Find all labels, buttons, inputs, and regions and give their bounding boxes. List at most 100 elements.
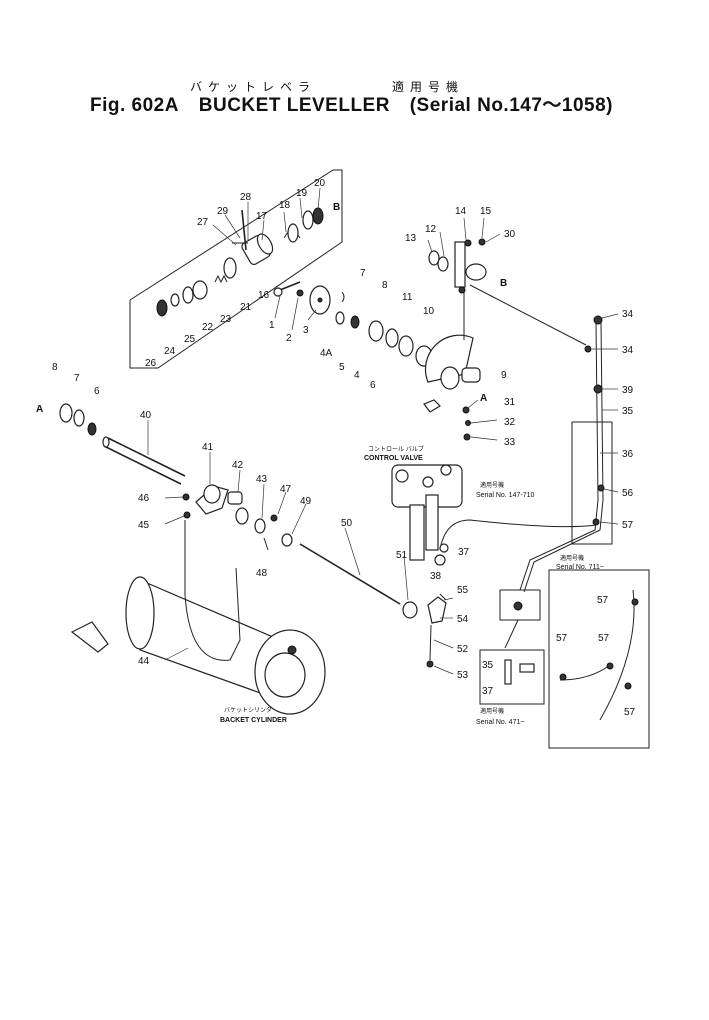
serial-note-3-jp: 適用号機 bbox=[480, 707, 504, 715]
callout-11: 11 bbox=[402, 292, 413, 303]
callout-49: 49 bbox=[300, 496, 312, 507]
lever-assembly bbox=[423, 238, 487, 441]
callout-39: 39 bbox=[622, 385, 634, 396]
callout-47: 47 bbox=[280, 484, 292, 495]
control-rod-35 bbox=[439, 284, 613, 593]
serial-range: (Serial No.147～1058) bbox=[409, 95, 614, 116]
callout-57-inset-a: 57 bbox=[597, 595, 609, 606]
callout-16: 16 bbox=[258, 290, 270, 301]
leader-lines bbox=[147, 187, 619, 675]
callout-48: 48 bbox=[256, 568, 268, 579]
serial-note-1: Serial No. 147-710 bbox=[476, 492, 534, 499]
callout-33: 33 bbox=[504, 437, 516, 448]
callout-32: 32 bbox=[504, 417, 516, 428]
callout-36: 36 bbox=[622, 449, 634, 460]
callout-28: 28 bbox=[240, 192, 252, 203]
assembly-name: BUCKET LEVELLER bbox=[198, 95, 390, 116]
inset-serial-711 bbox=[548, 569, 650, 749]
callout-54: 54 bbox=[457, 614, 469, 625]
marker-b-panel: B bbox=[333, 202, 340, 213]
diagram-notes: コントロール バルブ CONTROL VALVE 適用号機 Serial No.… bbox=[220, 445, 604, 726]
callout-14: 14 bbox=[455, 206, 467, 217]
callout-10: 10 bbox=[423, 306, 435, 317]
callout-24: 24 bbox=[164, 346, 176, 357]
callout-31: 31 bbox=[504, 397, 516, 408]
callout-17: 17 bbox=[256, 211, 268, 222]
callout-34-top: 34 bbox=[622, 309, 634, 320]
serial-note-2: Serial No. 711~ bbox=[556, 564, 604, 571]
callout-18: 18 bbox=[279, 200, 291, 211]
callout-42: 42 bbox=[232, 460, 244, 471]
callout-51: 51 bbox=[396, 550, 408, 561]
callout-44: 44 bbox=[138, 656, 150, 667]
callout-2: 2 bbox=[286, 333, 292, 344]
callout-57-inset-c: 57 bbox=[598, 633, 610, 644]
serial-note-3: Serial No. 471~ bbox=[476, 719, 524, 726]
callout-52: 52 bbox=[457, 644, 469, 655]
title-jp-serial: 適用号機 bbox=[392, 80, 465, 94]
detail-b-panel bbox=[129, 169, 343, 369]
callout-21: 21 bbox=[240, 302, 252, 313]
callout-27: 27 bbox=[197, 217, 209, 228]
callout-labels: 28 29 27 17 18 19 20 B 16 21 23 22 25 24… bbox=[36, 178, 636, 718]
callout-26: 26 bbox=[145, 358, 157, 369]
callout-6-lower: 6 bbox=[94, 386, 100, 397]
bucket-cylinder-label: BACKET CYLINDER bbox=[220, 717, 287, 724]
marker-a-shaft: A bbox=[36, 404, 43, 415]
callout-20: 20 bbox=[314, 178, 326, 189]
callout-56: 56 bbox=[622, 488, 634, 499]
shaft-40-rod-50 bbox=[59, 403, 447, 668]
callout-45: 45 bbox=[138, 520, 150, 531]
callout-37-inset: 37 bbox=[482, 686, 494, 697]
callout-53: 53 bbox=[457, 670, 469, 681]
callout-30: 30 bbox=[504, 229, 516, 240]
callout-41: 41 bbox=[202, 442, 214, 453]
control-valve-jp-label: コントロール バルブ bbox=[368, 445, 424, 453]
callout-37: 37 bbox=[458, 547, 470, 558]
callout-57-main: 57 bbox=[622, 520, 634, 531]
callout-5: 5 bbox=[339, 362, 345, 373]
serial-note-1-jp: 適用号機 bbox=[480, 481, 504, 489]
callout-3: 3 bbox=[303, 325, 309, 336]
callout-19: 19 bbox=[296, 188, 308, 199]
callout-29: 29 bbox=[217, 206, 229, 217]
figure-number: Fig. 602A bbox=[90, 95, 179, 116]
callout-38: 38 bbox=[430, 571, 442, 582]
callout-35-inset: 35 bbox=[482, 660, 494, 671]
marker-b-lever: B bbox=[500, 278, 507, 289]
bucket-cylinder-jp-label: バケットシリンダ bbox=[224, 706, 272, 714]
marker-a-lever: A bbox=[480, 393, 487, 404]
callout-22: 22 bbox=[202, 322, 214, 333]
bucket-cylinder bbox=[70, 520, 326, 715]
callout-35: 35 bbox=[622, 406, 634, 417]
callout-8-upper: 8 bbox=[382, 280, 388, 291]
callout-1: 1 bbox=[269, 320, 275, 331]
callout-6-upper: 6 bbox=[370, 380, 376, 391]
callout-8-lower: 8 bbox=[52, 362, 58, 373]
callout-40: 40 bbox=[140, 410, 152, 421]
figure-title: Fig. 602A BUCKET LEVELLER (Serial No.147… bbox=[90, 90, 613, 117]
callout-7-upper: 7 bbox=[360, 268, 366, 279]
inset-serial-471 bbox=[479, 589, 545, 705]
callout-4: 4 bbox=[354, 370, 360, 381]
callout-55: 55 bbox=[457, 585, 469, 596]
callout-43: 43 bbox=[256, 474, 268, 485]
callout-13: 13 bbox=[405, 233, 417, 244]
callout-9: 9 bbox=[501, 370, 507, 381]
callout-57-inset-b: 57 bbox=[556, 633, 568, 644]
callout-12: 12 bbox=[425, 224, 437, 235]
control-valve-label: CONTROL VALVE bbox=[364, 455, 423, 462]
callout-34-mid: 34 bbox=[622, 345, 634, 356]
callout-25: 25 bbox=[184, 334, 196, 345]
callout-57-inset-d: 57 bbox=[624, 707, 636, 718]
callout-23: 23 bbox=[220, 314, 232, 325]
title-jp-name: バケットレベラ bbox=[190, 80, 317, 94]
callout-4a: 4A bbox=[320, 348, 333, 359]
callout-15: 15 bbox=[480, 206, 492, 217]
control-valve bbox=[391, 464, 463, 566]
serial-note-2-jp: 適用号機 bbox=[560, 554, 584, 562]
callout-50: 50 bbox=[341, 518, 353, 529]
callout-7-lower: 7 bbox=[74, 373, 80, 384]
callout-46: 46 bbox=[138, 493, 150, 504]
